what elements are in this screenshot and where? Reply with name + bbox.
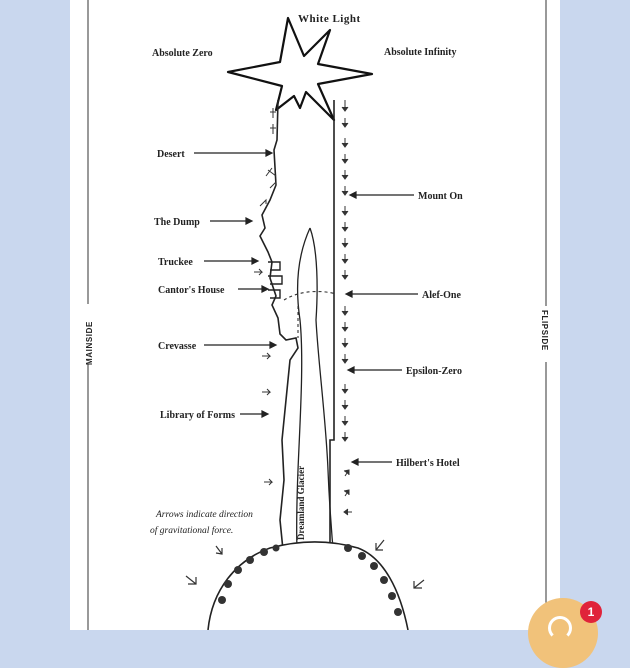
- label-absolute-infinity: Absolute Infinity: [384, 47, 457, 58]
- mainside-edge: [259, 99, 299, 630]
- label-dreamland-glacier: Dreamland Glacier: [296, 466, 306, 540]
- sphere-rim-texture: [218, 544, 402, 616]
- label-the-dump: The Dump: [154, 217, 200, 228]
- outer-gravity-arrows: [185, 539, 425, 589]
- cantors-house-icon: [268, 261, 283, 299]
- note-line-2: of gravitational force.: [150, 525, 233, 536]
- alef-one-connection: [283, 290, 337, 338]
- label-truckee: Truckee: [158, 257, 193, 268]
- label-absolute-zero: Absolute Zero: [152, 48, 213, 59]
- chat-icon: [548, 616, 572, 640]
- side-label-mainside: MAINSIDE: [85, 321, 94, 365]
- white-light-star: [226, 16, 374, 122]
- label-library-of-forms: Library of Forms: [160, 410, 235, 421]
- diagram-figure: MAINSIDE FLIPSIDE White Light Absolute Z…: [83, 0, 551, 630]
- note-line-1: Arrows indicate direction: [155, 510, 253, 520]
- diagram-title: White Light: [298, 13, 361, 25]
- label-cantors-house: Cantor's House: [158, 285, 225, 296]
- label-hilberts-hotel: Hilbert's Hotel: [396, 458, 460, 469]
- notification-badge: 1: [580, 601, 602, 623]
- side-label-flipside: FLIPSIDE: [540, 310, 549, 351]
- label-crevasse: Crevasse: [158, 341, 197, 352]
- gravity-arrows-mainside: [254, 108, 277, 486]
- label-mount-on: Mount On: [418, 191, 463, 202]
- label-alef-one: Alef-One: [422, 290, 461, 301]
- book-page: [70, 0, 560, 630]
- label-epsilon-zero: Epsilon-Zero: [406, 366, 462, 377]
- bottom-sphere: [207, 541, 409, 630]
- gravity-arrows-flipside: [341, 100, 352, 516]
- label-desert: Desert: [157, 149, 185, 160]
